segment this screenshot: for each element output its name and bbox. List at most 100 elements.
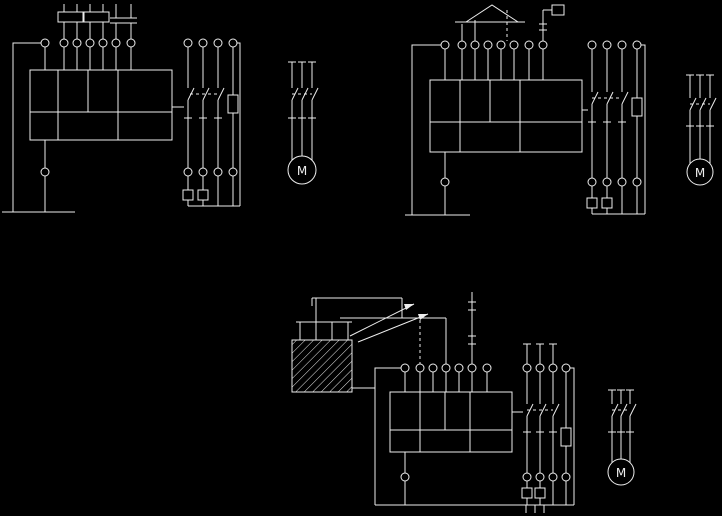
- terminal: [228, 38, 238, 48]
- terminal: [602, 40, 612, 50]
- contact-icon: [629, 403, 637, 417]
- selector-switch-components: [455, 4, 565, 41]
- terminal: [522, 472, 532, 482]
- terminal: [632, 40, 642, 50]
- pushbutton-wires: [63, 4, 137, 39]
- terminal: [440, 40, 450, 50]
- pushbutton-1: [57, 11, 84, 23]
- terminal: [228, 167, 238, 177]
- contactor-body: [429, 79, 583, 153]
- terminal: [467, 363, 477, 373]
- terminal: [198, 167, 208, 177]
- terminal-leads: [44, 47, 132, 70]
- terminal: [602, 177, 612, 187]
- terminal: [59, 38, 69, 48]
- contact-wires: [172, 47, 234, 168]
- terminal-row-top: [400, 363, 571, 373]
- terminal: [213, 167, 223, 177]
- contact-icon: [621, 91, 629, 105]
- terminal-row-bottom: [440, 177, 642, 187]
- auxiliary-contact-block: [227, 94, 239, 114]
- terminal: [441, 363, 451, 373]
- terminal: [183, 167, 193, 177]
- terminal: [72, 38, 82, 48]
- fuse-icon: [197, 189, 209, 201]
- fuse-wires: [525, 367, 575, 513]
- changeover-switch: [311, 292, 477, 364]
- control-loop-wires: [405, 44, 470, 216]
- wiring-diagram-2: M: [405, 4, 717, 216]
- terminal: [183, 38, 193, 48]
- contactor-inner-divisions: [390, 392, 512, 452]
- arrowhead-icon: [418, 314, 428, 320]
- terminal: [535, 472, 545, 482]
- terminal: [198, 38, 208, 48]
- motor-branch: M: [287, 61, 319, 185]
- fuse-wires: [591, 44, 646, 215]
- terminal: [400, 472, 410, 482]
- wiring-diagram-1: M: [2, 4, 319, 213]
- contact-icon: [311, 87, 319, 101]
- motor-lead-wires: [611, 390, 631, 463]
- fuse-icon: [521, 487, 533, 499]
- contactor-inner-divisions: [30, 70, 172, 140]
- contactor-block: [29, 69, 173, 141]
- terminal-leads: [444, 49, 544, 80]
- terminal: [587, 40, 597, 50]
- terminal: [440, 177, 450, 187]
- terminal: [538, 40, 548, 50]
- motor-lead-wires: [291, 62, 313, 160]
- terminal: [98, 38, 108, 48]
- motor-symbol: [607, 458, 635, 486]
- motor-branch: M: [685, 74, 717, 186]
- motor-symbol: [287, 155, 317, 185]
- contact-wires: [512, 344, 567, 473]
- terminal: [548, 472, 558, 482]
- terminal: [524, 40, 534, 50]
- terminal: [126, 38, 136, 48]
- pushbutton-components: [57, 4, 137, 39]
- auxiliary-contact-block: [560, 427, 572, 447]
- wiring-diagram-3: M: [291, 292, 637, 513]
- terminal: [454, 363, 464, 373]
- main-contact-columns: [172, 47, 239, 168]
- fuse-wires: [187, 42, 241, 207]
- terminal: [111, 38, 121, 48]
- terminal-row-top: [40, 38, 238, 48]
- motor-label: M: [616, 466, 626, 480]
- auxiliary-contact-block: [631, 97, 643, 117]
- contact-wires: [582, 49, 638, 178]
- terminal: [535, 363, 545, 373]
- fuse-icon: [586, 197, 598, 209]
- selector-wires: [455, 20, 525, 41]
- pushbutton-2: [83, 11, 110, 23]
- terminal: [415, 363, 425, 373]
- contactor-block: [389, 391, 513, 453]
- motor-label: M: [695, 166, 705, 180]
- terminal-row-top: [440, 40, 642, 50]
- motor-symbol: [686, 158, 714, 186]
- transformer-taps: [296, 298, 375, 389]
- terminal: [617, 177, 627, 187]
- contactor-inner-divisions: [430, 80, 582, 152]
- motor-branch: M: [607, 389, 637, 486]
- control-loop-wires: [2, 42, 75, 213]
- contact-icon: [552, 403, 560, 417]
- terminal: [561, 472, 571, 482]
- contactor-block: [429, 79, 583, 153]
- contact-icon: [217, 87, 225, 101]
- arrowhead-icon: [404, 304, 414, 310]
- terminal: [428, 363, 438, 373]
- fuse-icon: [534, 487, 546, 499]
- terminal: [632, 177, 642, 187]
- terminal: [482, 363, 492, 373]
- switch-bus-wires: [311, 297, 447, 364]
- terminal: [483, 40, 493, 50]
- terminal: [617, 40, 627, 50]
- control-loop-wires: [374, 367, 574, 506]
- transformer-coil: [291, 339, 353, 393]
- terminal: [561, 363, 571, 373]
- motor-label: M: [297, 164, 307, 178]
- terminal: [85, 38, 95, 48]
